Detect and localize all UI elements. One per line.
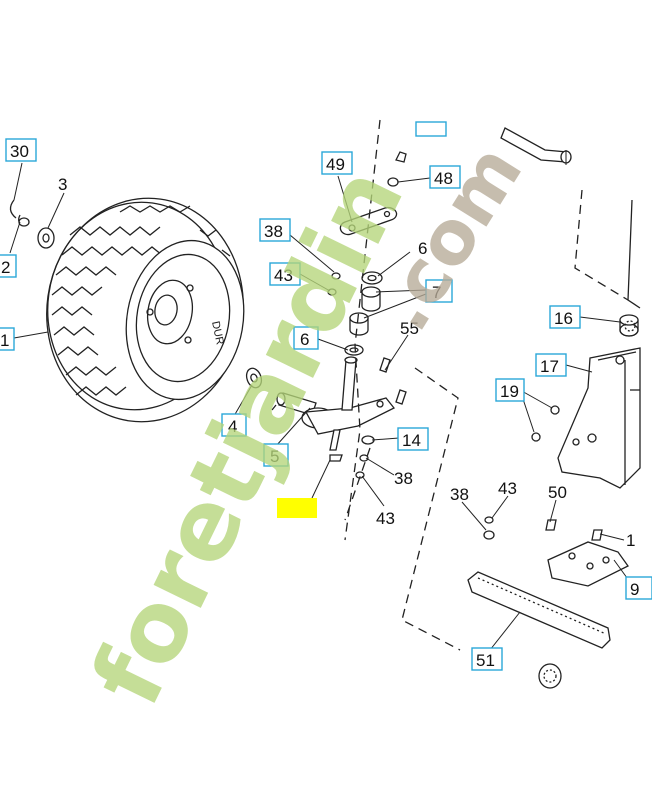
svg-text:30: 30	[10, 142, 29, 161]
svg-text:43: 43	[274, 266, 293, 285]
svg-text:6: 6	[300, 330, 309, 349]
watermark: foretjardin .com	[70, 130, 539, 722]
plate-part-9	[547, 541, 629, 587]
svg-text:3: 3	[58, 175, 67, 194]
label-7[interactable]: 7	[425, 279, 453, 303]
label-55[interactable]: 55	[400, 319, 419, 338]
label-17[interactable]: 17	[535, 353, 567, 377]
label-19[interactable]: 19	[495, 378, 525, 402]
svg-text:9: 9	[630, 580, 639, 599]
drag-link-part-51	[467, 571, 611, 649]
leader-lines	[9, 150, 631, 651]
label-30[interactable]: 30	[5, 138, 37, 162]
svg-text:51: 51	[476, 651, 495, 670]
svg-text:7: 7	[432, 283, 441, 302]
svg-text:6: 6	[418, 239, 427, 258]
highlight-marker[interactable]	[277, 498, 317, 518]
label-1-b[interactable]: 1	[626, 531, 635, 550]
svg-text:43: 43	[498, 479, 517, 498]
label-6-a[interactable]: 6	[418, 239, 427, 258]
gear-part-16	[624, 320, 636, 332]
svg-text:38: 38	[264, 222, 283, 241]
part-labels: 30 3 2 1 49 48 38 6 43	[0, 121, 652, 671]
assembly-dashed-lines	[271, 119, 629, 651]
svg-text:17: 17	[540, 357, 559, 376]
label-43-b[interactable]: 43	[376, 509, 395, 528]
svg-text:55: 55	[400, 319, 419, 338]
label-49[interactable]: 49	[321, 151, 353, 175]
svg-text:1: 1	[0, 331, 9, 350]
label-38-c[interactable]: 38	[450, 485, 469, 504]
wheel: DUR	[46, 197, 245, 423]
svg-text:2: 2	[1, 258, 10, 277]
tie-rod-end	[500, 127, 572, 164]
label-51[interactable]: 51	[471, 647, 503, 671]
label-5[interactable]: 5	[263, 443, 289, 467]
svg-text:5: 5	[270, 447, 279, 466]
svg-text:43: 43	[376, 509, 395, 528]
label-4[interactable]: 4	[221, 413, 247, 437]
label-50[interactable]: 50	[548, 483, 567, 502]
nuts-and-bolts	[327, 151, 603, 541]
axle-bracket-part-17	[557, 347, 641, 489]
svg-text:48: 48	[434, 169, 453, 188]
svg-text:4: 4	[228, 417, 237, 436]
svg-text:14: 14	[402, 431, 421, 450]
washer-part-4	[245, 367, 263, 389]
svg-text:50: 50	[548, 483, 567, 502]
label-top-partial	[415, 121, 447, 137]
steering-arm-part-49	[339, 206, 398, 236]
svg-text:49: 49	[326, 155, 345, 174]
label-48[interactable]: 48	[429, 165, 461, 189]
label-16[interactable]: 16	[549, 305, 581, 329]
frame-edge	[627, 199, 641, 309]
bearing-part-16	[619, 314, 639, 337]
svg-text:38: 38	[394, 469, 413, 488]
label-3[interactable]: 3	[58, 175, 67, 194]
tire-sidewall-text: DUR	[209, 320, 226, 346]
label-38-b[interactable]: 38	[394, 469, 413, 488]
label-9[interactable]: 9	[625, 576, 652, 600]
label-38-a[interactable]: 38	[259, 218, 291, 242]
gear-bottom	[538, 663, 562, 689]
label-43-a[interactable]: 43	[269, 262, 301, 286]
svg-text:38: 38	[450, 485, 469, 504]
label-1[interactable]: 1	[0, 327, 15, 351]
svg-text:1: 1	[626, 531, 635, 550]
bushings-part-7	[344, 271, 383, 356]
svg-text:19: 19	[500, 382, 519, 401]
label-14[interactable]: 14	[397, 427, 429, 451]
svg-text:16: 16	[554, 309, 573, 328]
label-6-b[interactable]: 6	[293, 326, 319, 350]
left-small-parts	[9, 199, 55, 249]
label-2[interactable]: 2	[0, 254, 17, 278]
label-43-c[interactable]: 43	[498, 479, 517, 498]
